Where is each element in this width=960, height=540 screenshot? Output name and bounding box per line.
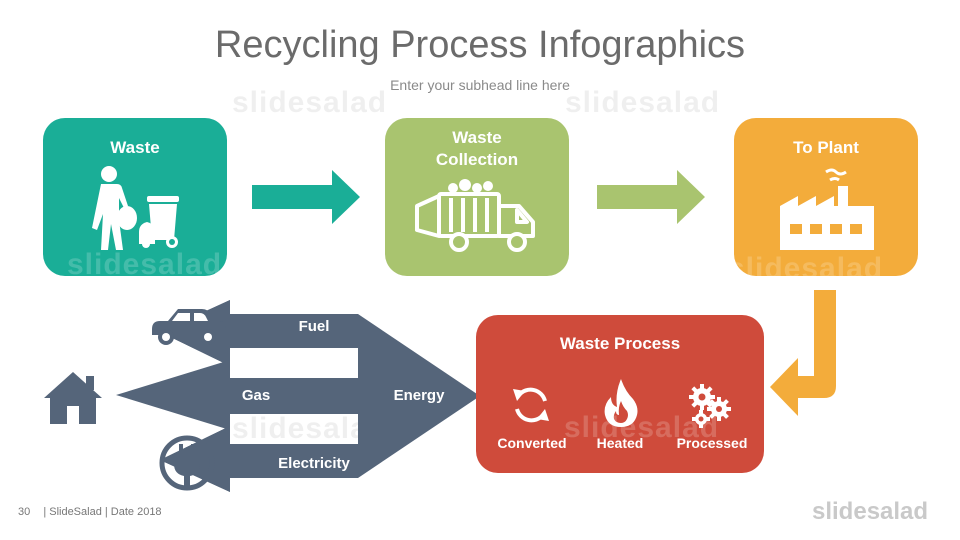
car-icon bbox=[152, 309, 226, 345]
gears-icon bbox=[689, 384, 731, 428]
flow-arrow-right-icon bbox=[252, 170, 360, 224]
house-icon bbox=[44, 372, 102, 424]
recycle-arrows-icon bbox=[513, 387, 549, 423]
output-fuel-label: Fuel bbox=[298, 318, 330, 335]
waste-process-title: Waste Process bbox=[559, 334, 681, 353]
factory-icon bbox=[780, 168, 874, 250]
bent-arrow-icon bbox=[770, 290, 836, 416]
process-item-converted-label: Converted bbox=[497, 435, 567, 451]
step-plant-box: To Plant slidesalad bbox=[728, 118, 918, 285]
watermark: slidesalad bbox=[565, 86, 721, 119]
page-subtitle: Enter your subhead line here bbox=[390, 77, 570, 93]
watermark: slidesalad bbox=[728, 252, 884, 285]
step-plant-label: To Plant bbox=[793, 138, 859, 157]
output-electricity-label: Electricity bbox=[278, 455, 350, 472]
watermark: slidesalad bbox=[232, 86, 388, 119]
step-waste-label: Waste bbox=[110, 138, 160, 157]
step-collection-box: Waste Collection bbox=[385, 118, 569, 276]
watermark: slidesalad bbox=[67, 248, 223, 281]
person-trash-icon bbox=[92, 166, 179, 250]
step-collection-label-line2: Collection bbox=[435, 150, 519, 169]
flow-arrow-right-icon bbox=[597, 170, 705, 224]
page-title: Recycling Process Infographics bbox=[214, 24, 746, 66]
footer-text: | SlideSalad | Date 2018 bbox=[43, 506, 162, 518]
garbage-truck-icon bbox=[415, 179, 535, 252]
process-item-heated-label: Heated bbox=[596, 435, 644, 451]
plug-icon bbox=[159, 435, 215, 491]
brand-logo: slidesalad bbox=[812, 498, 929, 525]
process-item-processed-label: Processed bbox=[676, 435, 748, 451]
step-collection-label-line1: Waste bbox=[452, 128, 502, 147]
watermark: slidesalad bbox=[564, 411, 720, 444]
footer: 30 | SlideSalad | Date 2018 bbox=[18, 506, 162, 518]
waste-process-box: Waste Process Converted Heated bbox=[476, 315, 764, 473]
energy-label: Energy bbox=[393, 387, 445, 404]
step-waste-box: Waste slidesalad bbox=[43, 118, 227, 281]
flame-icon bbox=[604, 379, 638, 427]
page-number: 30 bbox=[18, 506, 31, 518]
output-gas-label: Gas bbox=[241, 387, 271, 404]
